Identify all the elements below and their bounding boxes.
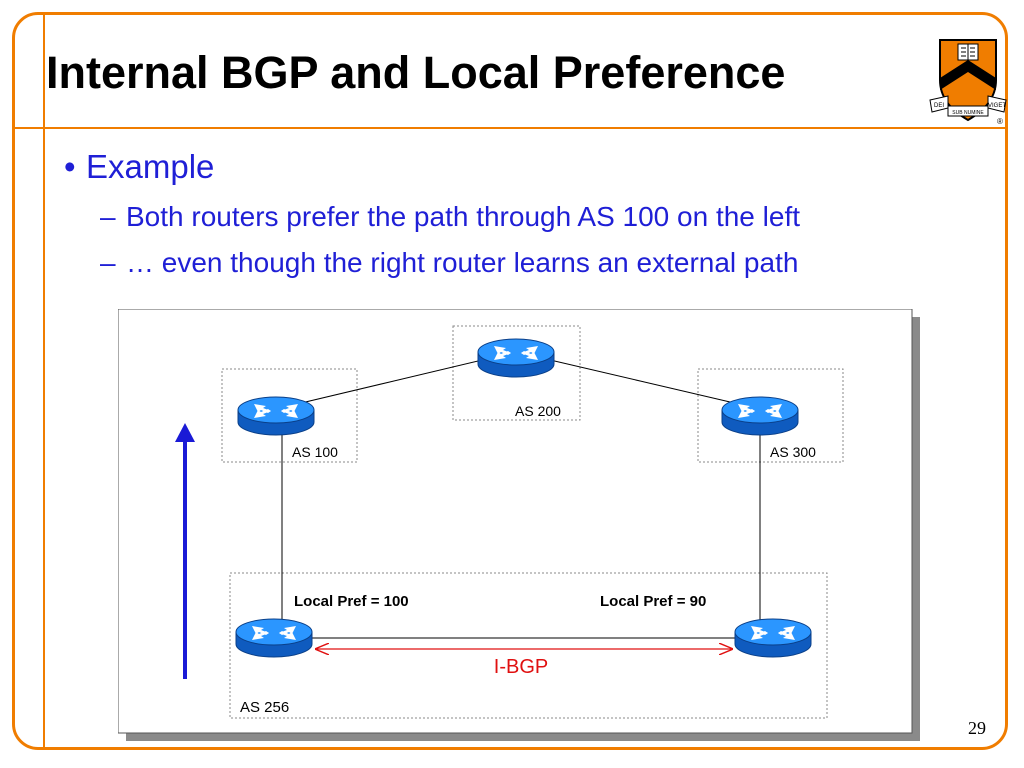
router-as256-left [235, 618, 313, 658]
bullet-dot: • [64, 148, 76, 185]
label-as100: AS 100 [292, 444, 338, 460]
as100-box [221, 368, 358, 463]
subbullet-1-text: Both routers prefer the path through AS … [126, 201, 801, 232]
label-as256: AS 256 [240, 699, 289, 716]
bullet-text: Example [86, 148, 215, 185]
bgp-network-diagram: AS 200 AS 100 AS 300 AS 256 Local Pref =… [118, 309, 920, 741]
router-as100 [237, 396, 315, 436]
link-as200-as300 [515, 351, 761, 410]
router-as200 [477, 338, 555, 378]
subbullet-1: –Both routers prefer the path through AS… [100, 201, 800, 233]
as200-box [452, 325, 581, 421]
subbullet-2-text: … even though the right router learns an… [126, 247, 799, 278]
as300-box [697, 368, 844, 463]
bullet-example: • Example [64, 148, 214, 186]
slide-title: Internal BGP and Local Preference [46, 47, 786, 98]
diagram-panel [118, 309, 913, 734]
as256-box [229, 572, 828, 719]
label-as300: AS 300 [770, 444, 816, 460]
ibgp-label: I-BGP [494, 656, 548, 678]
local-pref-left: Local Pref = 100 [294, 593, 409, 610]
motto-center: SUB NUMINE [952, 110, 984, 116]
princeton-shield-icon: DEI SUB NUMINE VIGET ® [929, 39, 1007, 126]
link-as100-as200 [275, 351, 517, 410]
dash-1: – [100, 201, 116, 232]
title-divider [15, 127, 1005, 129]
motto-left: DEI [934, 103, 944, 109]
motto-right: VIGET [988, 103, 1006, 109]
router-as300 [721, 396, 799, 436]
registered-mark: ® [997, 117, 1003, 126]
dash-2: – [100, 247, 116, 278]
subbullet-2: –… even though the right router learns a… [100, 247, 798, 279]
router-as256-right [734, 618, 812, 658]
page-number: 29 [968, 718, 986, 738]
left-accent-line [43, 15, 45, 750]
preference-direction-arrowhead [175, 423, 195, 442]
local-pref-right: Local Pref = 90 [600, 593, 706, 610]
label-as200: AS 200 [515, 403, 561, 419]
slide-frame [12, 12, 1008, 750]
